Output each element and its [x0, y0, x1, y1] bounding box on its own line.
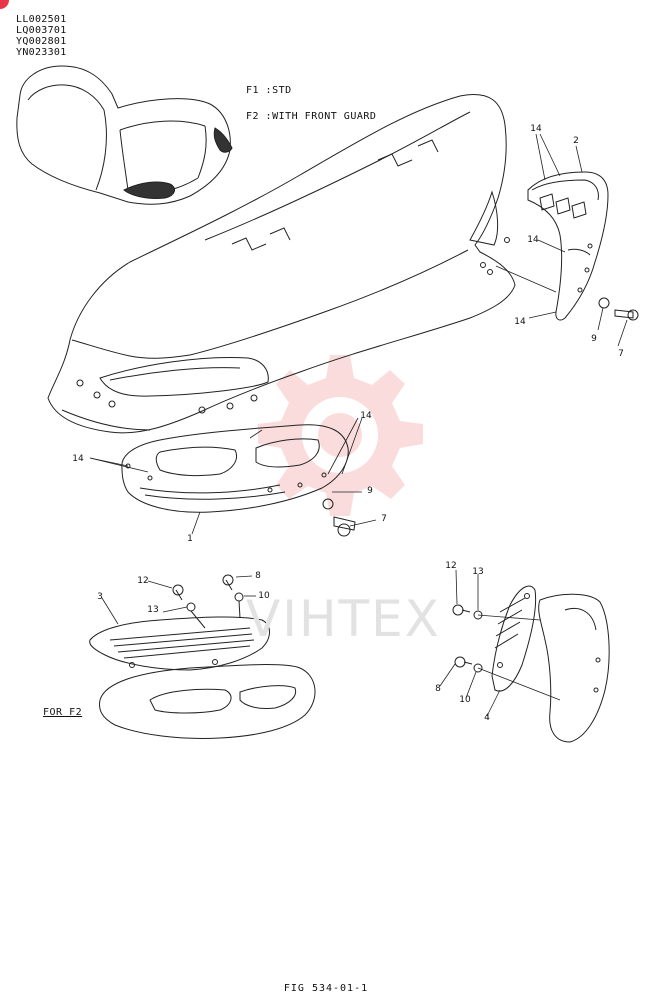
right-ring-housing: [538, 593, 610, 743]
callout-3: 3: [97, 592, 103, 602]
bolt-7-and-washer-9-upper: [598, 297, 639, 321]
serial-number-3: YQ002801: [16, 36, 67, 47]
callout-13: 13: [147, 605, 159, 615]
bolts-12-8-washers-13-10-left: [172, 574, 244, 629]
bolts-12-8-washers-13-10-right: [452, 604, 483, 673]
callout-1: 1: [187, 534, 193, 544]
callout-7: 7: [618, 349, 624, 359]
serial-number-4: YN023301: [16, 47, 67, 58]
watermark-gear-icon: [258, 355, 423, 516]
mirror-housing-drawing: [16, 65, 233, 205]
callout-4: 4: [484, 713, 490, 723]
for-f2-label: FOR F2: [43, 707, 83, 718]
serial-number-2: LQ003701: [16, 25, 67, 36]
callout-14: 14: [530, 124, 542, 134]
watermark-text: VIHTEX: [246, 590, 441, 648]
legend-f2: F2 :WITH FRONT GUARD: [246, 111, 377, 122]
callout-14: 14: [527, 235, 539, 245]
callout-8: 8: [435, 684, 441, 694]
callout-2: 2: [573, 136, 579, 146]
callout-7: 7: [381, 514, 387, 524]
part-3-lower-plate: [89, 616, 270, 671]
part-2-side-bracket: [527, 171, 609, 321]
callout-9: 9: [367, 486, 373, 496]
callout-14: 14: [360, 411, 372, 421]
part-1-front-guard-plate: [121, 424, 349, 513]
callout-12: 12: [137, 576, 149, 586]
callout-10: 10: [258, 591, 270, 601]
part-4-right-bracket: [491, 585, 537, 692]
for-f2-ring-housing: [99, 664, 316, 739]
callout-10: 10: [459, 695, 471, 705]
callout-9: 9: [591, 334, 597, 344]
legend-f1: F1 :STD: [246, 85, 292, 96]
serial-number-1: LL002501: [16, 14, 67, 25]
callout-14: 14: [514, 317, 526, 327]
leader-lines: [89, 133, 628, 717]
callout-8: 8: [255, 571, 261, 581]
callout-13: 13: [472, 567, 484, 577]
bolt-7-and-washer-9-lower: [322, 498, 356, 537]
corner-marker-dot: [0, 0, 9, 9]
callout-14: 14: [72, 454, 84, 464]
main-body-shell-drawing: [47, 94, 516, 434]
figure-number: FIG 534-01-1: [283, 983, 369, 994]
callout-12: 12: [445, 561, 457, 571]
